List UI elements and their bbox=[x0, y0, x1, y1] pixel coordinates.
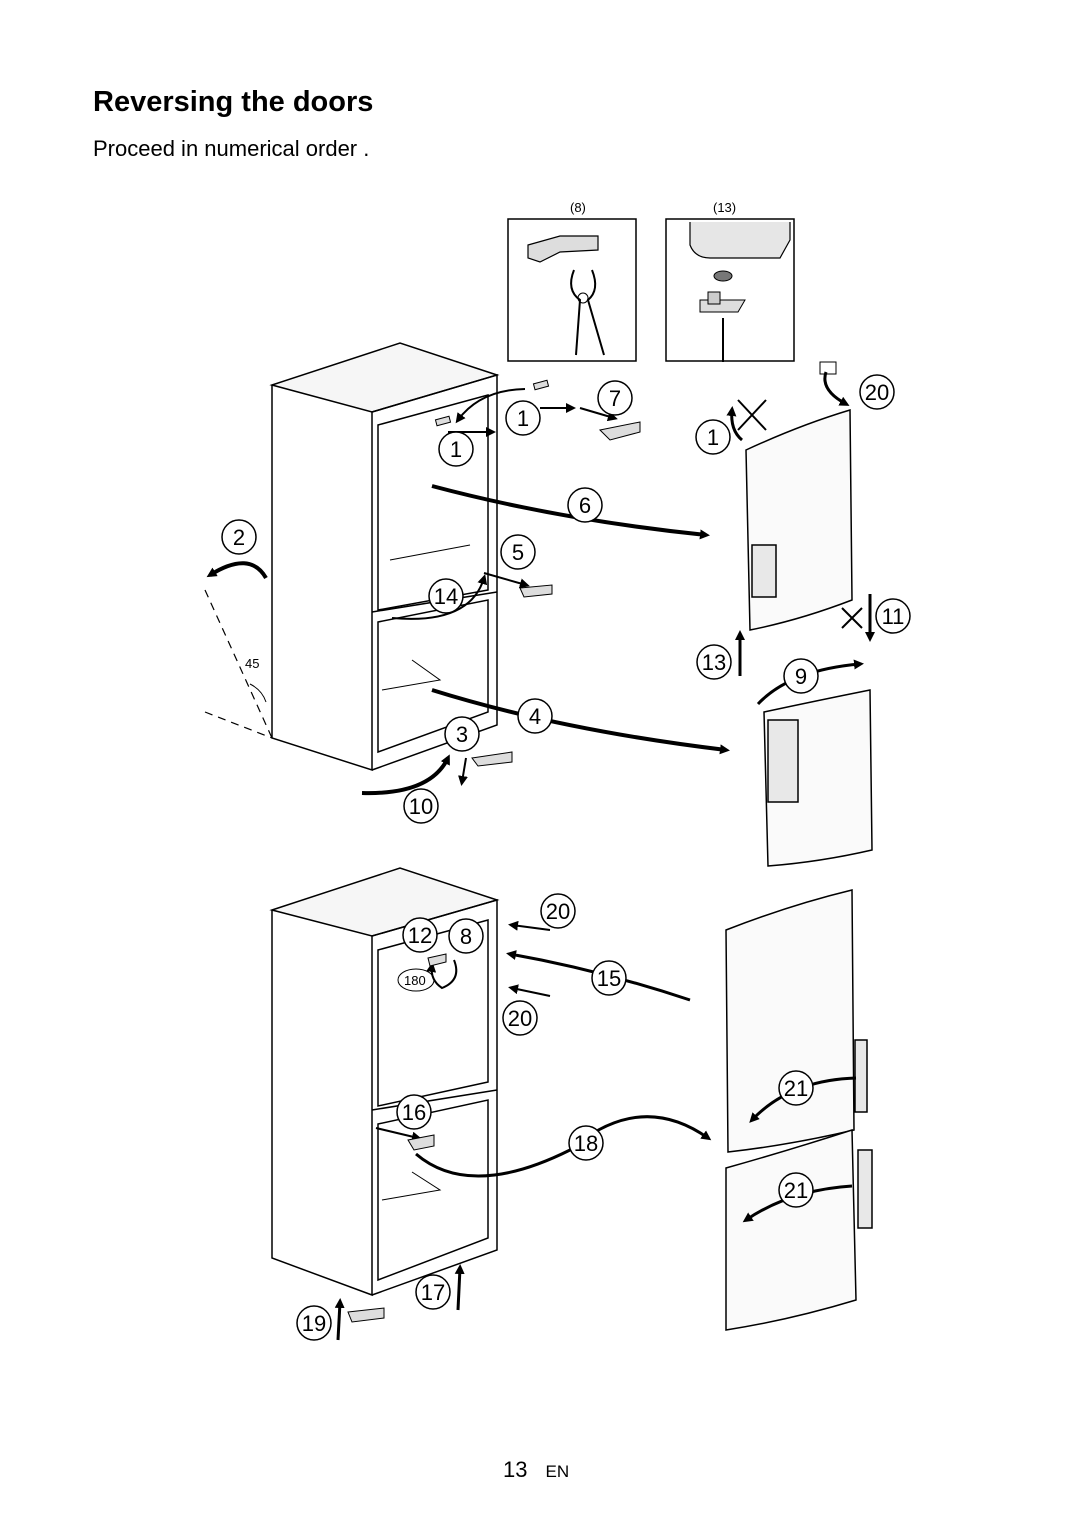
step-16: 16 bbox=[402, 1100, 426, 1125]
step-21b: 21 bbox=[784, 1178, 808, 1203]
freezer-door-lower bbox=[725, 889, 868, 1153]
step-20c: 20 bbox=[508, 1006, 532, 1031]
step-1a: 1 bbox=[517, 406, 529, 431]
page-number: 13 bbox=[503, 1457, 528, 1482]
step-14: 14 bbox=[434, 584, 458, 609]
lower-arrows bbox=[334, 920, 712, 1341]
inset-hinge-pliers: (8) bbox=[507, 200, 637, 362]
step-9: 9 bbox=[795, 664, 807, 689]
page-subtitle: Proceed in numerical order . bbox=[93, 136, 370, 161]
step-19: 19 bbox=[302, 1311, 326, 1336]
step-4: 4 bbox=[529, 704, 541, 729]
step-2: 2 bbox=[233, 525, 245, 550]
page-footer: 13 EN bbox=[503, 1457, 569, 1483]
upper-hinge-parts bbox=[434, 379, 641, 767]
step-1b: 1 bbox=[450, 437, 462, 462]
rotation-label: 180 bbox=[404, 973, 426, 988]
step-6: 6 bbox=[579, 493, 591, 518]
plug-part bbox=[819, 361, 837, 375]
freezer-door-upper bbox=[745, 408, 853, 631]
step-20a: 20 bbox=[865, 380, 889, 405]
inset-bottom-hinge: (13) bbox=[665, 200, 795, 362]
step-8: 8 bbox=[460, 924, 472, 949]
step-12: 12 bbox=[408, 923, 432, 948]
lower-fridge-cabinet bbox=[269, 867, 500, 1297]
fridge-door-lower bbox=[725, 1128, 873, 1331]
step-15: 15 bbox=[597, 966, 621, 991]
lower-hinge-parts bbox=[347, 953, 447, 1323]
step-3: 3 bbox=[456, 722, 468, 747]
remove-cross-icon bbox=[737, 399, 767, 431]
upper-fridge-cabinet bbox=[269, 342, 500, 772]
step-5: 5 bbox=[512, 540, 524, 565]
page-title: Reversing the doors bbox=[93, 86, 374, 118]
step-11: 11 bbox=[882, 604, 905, 629]
language-code: EN bbox=[545, 1462, 570, 1481]
inset-label-8: (8) bbox=[570, 200, 586, 215]
angle-label: 45 bbox=[245, 656, 259, 671]
step-1c: 1 bbox=[707, 425, 719, 450]
step-markers bbox=[221, 374, 911, 1341]
step-18: 18 bbox=[574, 1131, 598, 1156]
step-21a: 21 bbox=[784, 1076, 808, 1101]
step-7: 7 bbox=[609, 386, 621, 411]
remove-cross-icon-2 bbox=[841, 607, 863, 629]
inset-label-13: (13) bbox=[713, 200, 736, 215]
step-10: 10 bbox=[409, 794, 433, 819]
step-17: 17 bbox=[421, 1280, 445, 1305]
fridge-door-upper bbox=[763, 689, 873, 867]
step-13: 13 bbox=[702, 650, 726, 675]
rotation-indicator: 180 bbox=[397, 968, 435, 992]
step-20b: 20 bbox=[546, 899, 570, 924]
opening-angle-guide: 45 bbox=[204, 589, 273, 739]
step-numbers: 1 1 1 2 3 4 5 6 7 8 9 10 11 12 13 14 15 … bbox=[233, 380, 905, 1336]
